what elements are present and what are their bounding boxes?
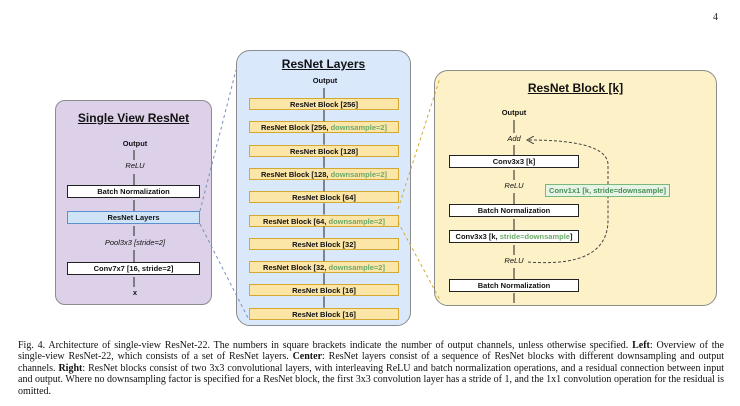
left-input-label: x	[132, 288, 138, 297]
link-right-bottom	[397, 221, 441, 301]
resnet-block-8: ResNet Block [16]	[249, 284, 399, 297]
resnet-block-label: ResNet Block [64,	[263, 216, 329, 226]
right-batch-norm-bottom-block: Batch Normalization	[449, 279, 579, 292]
resnet-block-7: ResNet Block [32, downsample=2]	[249, 261, 399, 274]
caption-text-2: : Overview of the single-view ResNet-22,…	[18, 340, 724, 363]
resnet-block-1: ResNet Block [256, downsample=2]	[249, 121, 399, 134]
resnet-block-label: ResNet Block [16]	[292, 286, 356, 296]
resnet-layers-title: ResNet Layers	[281, 57, 366, 71]
resnet-block-3: ResNet Block [128, downsample=2]	[249, 167, 399, 180]
resnet-block-label: ResNet Block [64]	[292, 193, 356, 203]
resnet-block-downsample: downsample=2]	[328, 216, 385, 226]
link-right-top	[397, 77, 441, 210]
right-conv-bottom-suffix: ]	[569, 232, 573, 241]
right-conv-bottom-prefix: Conv3x3 [k,	[455, 232, 500, 241]
caption-center: Center	[292, 351, 323, 363]
left-relu-label: ReLU	[125, 161, 145, 170]
right-relu-bottom-label: ReLU	[504, 256, 524, 265]
right-add-label: Add	[507, 134, 521, 143]
link-left-bottom	[199, 223, 249, 319]
resnet-block-label: ResNet Block [128,	[260, 169, 331, 179]
resnet-block-2: ResNet Block [128]	[249, 144, 399, 157]
right-conv-top-block: Conv3x3 [k]	[449, 155, 579, 168]
right-relu-top-label: ReLU	[504, 181, 524, 190]
figure-caption: Fig. 4. Architecture of single-view ResN…	[18, 340, 724, 397]
left-batch-norm-block: Batch Normalization	[67, 185, 200, 198]
resnet-block-title: ResNet Block [k]	[527, 81, 624, 95]
left-resnet-layers-block: ResNet Layers	[67, 211, 200, 224]
resnet-block-label: ResNet Block [256]	[290, 100, 358, 109]
middle-output-label: Output	[312, 76, 338, 85]
resnet-block-0: ResNet Block [256]	[249, 98, 399, 110]
resnet-block-label: ResNet Block [16]	[292, 309, 356, 319]
left-pool-label: Pool3x3 [stride=2]	[104, 238, 166, 247]
resnet-block-downsample: downsample=2]	[330, 169, 388, 179]
right-conv-bottom-downsample: stride=downsample	[499, 232, 570, 241]
caption-text-4: : ResNet blocks consist of two 3x3 convo…	[18, 362, 724, 397]
right-conv-bottom-block: Conv3x3 [k, stride=downsample]	[449, 230, 579, 243]
caption-left: Left	[632, 340, 650, 351]
resnet-block-9: ResNet Block [16]	[249, 307, 399, 320]
resnet-block-label: ResNet Block [32]	[292, 239, 356, 249]
left-output-label: Output	[122, 139, 148, 148]
single-view-resnet-title: Single View ResNet	[77, 111, 190, 125]
caption-text-1: Architecture of single-view ResNet-22. T…	[45, 340, 633, 351]
link-left-top	[199, 69, 237, 212]
resnet-block-5: ResNet Block [64, downsample=2]	[249, 214, 399, 227]
caption-text-3: : ResNet layers consist of a sequence of…	[18, 351, 724, 374]
resnet-block-downsample: downsample=2]	[328, 263, 385, 273]
resnet-block-label: ResNet Block [32,	[263, 263, 329, 273]
caption-right: Right	[58, 362, 83, 374]
resnet-block-downsample: downsample=2]	[330, 123, 388, 133]
right-batch-norm-block: Batch Normalization	[449, 204, 579, 217]
left-conv-block: Conv7x7 [16, stride=2]	[67, 262, 200, 275]
right-output-label: Output	[501, 108, 527, 117]
shortcut-conv1x1-block: Conv1x1 [k, stride=downsample]	[545, 184, 670, 197]
resnet-block-6: ResNet Block [32]	[249, 237, 399, 250]
residual-connection	[528, 140, 609, 264]
resnet-block-label: ResNet Block [256,	[260, 123, 331, 133]
page-number: 4	[713, 12, 718, 23]
resnet-block-label: ResNet Block [128]	[290, 146, 358, 156]
resnet-block-4: ResNet Block [64]	[249, 191, 399, 204]
caption-fig: Fig. 4.	[18, 340, 46, 351]
